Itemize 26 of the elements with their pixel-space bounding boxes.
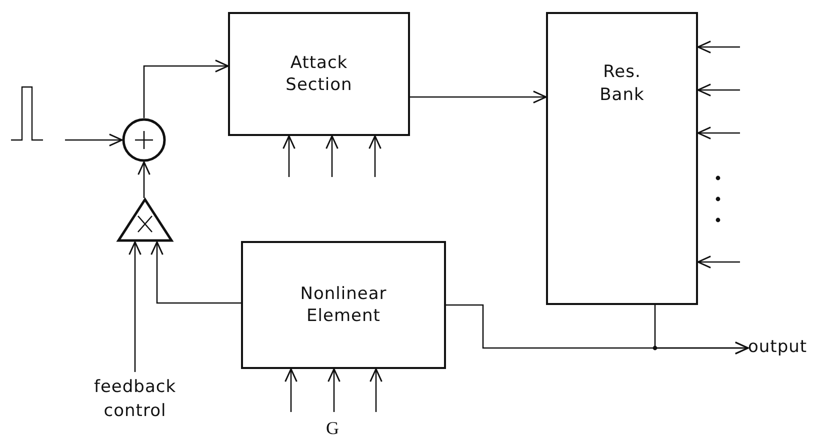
block-label: Nonlinear Element [299, 282, 388, 328]
arrow [282, 135, 296, 177]
arrow [410, 90, 547, 104]
arrow [65, 134, 123, 146]
input-label: feedback control [92, 376, 178, 423]
process-box [228, 12, 410, 136]
arrow [143, 60, 229, 118]
arrow [138, 161, 150, 198]
process-box [241, 241, 446, 369]
arrow [326, 135, 338, 177]
process-box [546, 12, 698, 305]
arrow [328, 368, 340, 412]
arrow [697, 126, 740, 140]
block-label: Res. Bank [598, 61, 646, 106]
arrow [368, 135, 382, 177]
arrow [284, 368, 298, 412]
arrow [697, 84, 740, 96]
arrow [697, 256, 740, 268]
arrow [697, 40, 740, 54]
block-label: Attack Section [284, 52, 354, 96]
arrow [128, 241, 142, 372]
input-label: G [326, 418, 339, 439]
arrow [150, 241, 241, 304]
output-label: output [748, 336, 808, 360]
arrow [370, 368, 382, 412]
arrow [654, 305, 749, 354]
